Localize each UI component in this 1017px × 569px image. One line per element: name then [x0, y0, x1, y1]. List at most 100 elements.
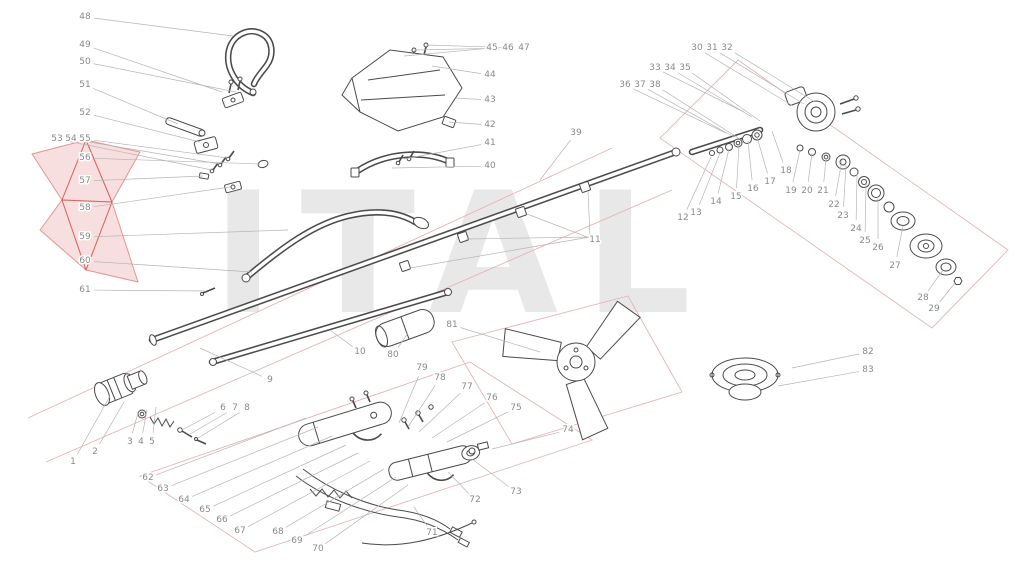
- leader-line-37: [647, 89, 735, 138]
- leader-line-22: [835, 159, 843, 197]
- callout-76: 76: [486, 393, 498, 403]
- callout-70: 70: [312, 544, 324, 554]
- leader-line-59: [93, 229, 289, 238]
- leader-line-54: [79, 140, 221, 165]
- callout-41: 41: [484, 138, 495, 148]
- blade-3t: [502, 300, 641, 441]
- callout-68: 68: [272, 527, 284, 537]
- callout-29: 29: [928, 304, 940, 314]
- leader-line-7: [189, 412, 228, 435]
- callout-57: 57: [79, 176, 90, 186]
- callout-82: 82: [862, 347, 873, 357]
- leader-line-71: [413, 506, 428, 526]
- callout-62: 62: [142, 473, 153, 483]
- callout-64: 64: [178, 495, 190, 505]
- leader-line-42: [448, 121, 482, 125]
- leader-line-16: [747, 140, 753, 181]
- callout-73: 73: [510, 487, 521, 497]
- callout-13: 13: [690, 208, 701, 218]
- callout-30: 30: [691, 43, 703, 53]
- leader-line-70: [325, 484, 409, 545]
- callout-49: 49: [79, 40, 91, 50]
- leader-line-21: [823, 157, 827, 183]
- flexible-shaft: [200, 209, 430, 296]
- leader-line-56: [93, 157, 261, 165]
- leader-line-50: [93, 63, 237, 93]
- callout-47: 47: [518, 43, 529, 53]
- engine-coupler: [93, 370, 207, 445]
- callout-42: 42: [484, 120, 495, 130]
- callout-5: 5: [149, 437, 155, 447]
- callout-55: 55: [79, 134, 90, 144]
- leader-line-27: [896, 225, 904, 258]
- callout-20: 20: [801, 186, 813, 196]
- callout-23: 23: [837, 211, 848, 221]
- callout-35: 35: [679, 63, 690, 73]
- leader-line-29: [939, 282, 956, 303]
- callout-59: 59: [79, 232, 91, 242]
- callout-56: 56: [79, 153, 91, 163]
- leader-line-41: [403, 144, 482, 160]
- leader-lines: [65, 17, 956, 545]
- callout-65: 65: [199, 505, 210, 515]
- callout-72: 72: [469, 495, 480, 505]
- leader-line-8: [197, 412, 240, 439]
- leader-line-1: [77, 395, 111, 455]
- leader-line-5: [152, 406, 157, 434]
- leader-line-69: [304, 476, 397, 537]
- construction-lines: [27, 59, 1009, 553]
- leader-line-25: [864, 183, 867, 233]
- callout-58: 58: [79, 203, 91, 213]
- callout-77: 77: [461, 382, 472, 392]
- leader-line-4: [142, 409, 148, 434]
- throttle-cables: [295, 468, 477, 548]
- leader-line-39: [539, 139, 571, 181]
- leader-line-66: [229, 452, 359, 517]
- leader-line-12: [686, 156, 712, 210]
- callout-15: 15: [730, 192, 741, 202]
- leader-line-20: [807, 152, 813, 183]
- leader-line-45: [403, 48, 484, 57]
- leader-line-9: [199, 347, 262, 377]
- callout-45: 45: [486, 43, 497, 53]
- callout-40: 40: [484, 161, 496, 171]
- leader-line-75: [446, 411, 509, 443]
- callout-8: 8: [244, 403, 250, 413]
- leader-line-40: [391, 165, 482, 169]
- callout-17: 17: [764, 177, 775, 187]
- leader-line-33: [662, 71, 745, 113]
- leader-line-34: [677, 72, 753, 118]
- callout-36: 36: [619, 80, 631, 90]
- leader-line-3: [132, 412, 139, 434]
- callout-78: 78: [434, 373, 446, 383]
- callout-31: 31: [706, 43, 717, 53]
- callout-53: 53: [51, 134, 62, 144]
- callout-50: 50: [79, 57, 91, 67]
- callout-10: 10: [354, 347, 366, 357]
- leader-line-23: [843, 164, 847, 208]
- lower-shaft-tube: [208, 288, 452, 366]
- leader-line-77: [418, 392, 461, 433]
- leader-line-44: [431, 65, 482, 74]
- callout-83: 83: [862, 365, 873, 375]
- roller-part: [374, 309, 435, 348]
- front-handle: [224, 28, 275, 97]
- leader-line-38: [662, 89, 744, 142]
- leader-line-19: [792, 149, 801, 183]
- leader-line-53: [65, 140, 213, 171]
- guard-bracket: [350, 150, 455, 178]
- leader-line-30: [704, 52, 794, 107]
- callout-24: 24: [850, 224, 862, 234]
- callout-7: 7: [232, 403, 238, 413]
- callout-21: 21: [817, 186, 828, 196]
- callout-19: 19: [785, 186, 797, 196]
- callout-69: 69: [291, 536, 303, 546]
- leader-line-55: [93, 139, 229, 159]
- throttle-handle-assembly: [298, 390, 490, 482]
- leader-line-81: [460, 327, 541, 353]
- callout-71: 71: [426, 528, 437, 538]
- callout-46: 46: [502, 43, 514, 53]
